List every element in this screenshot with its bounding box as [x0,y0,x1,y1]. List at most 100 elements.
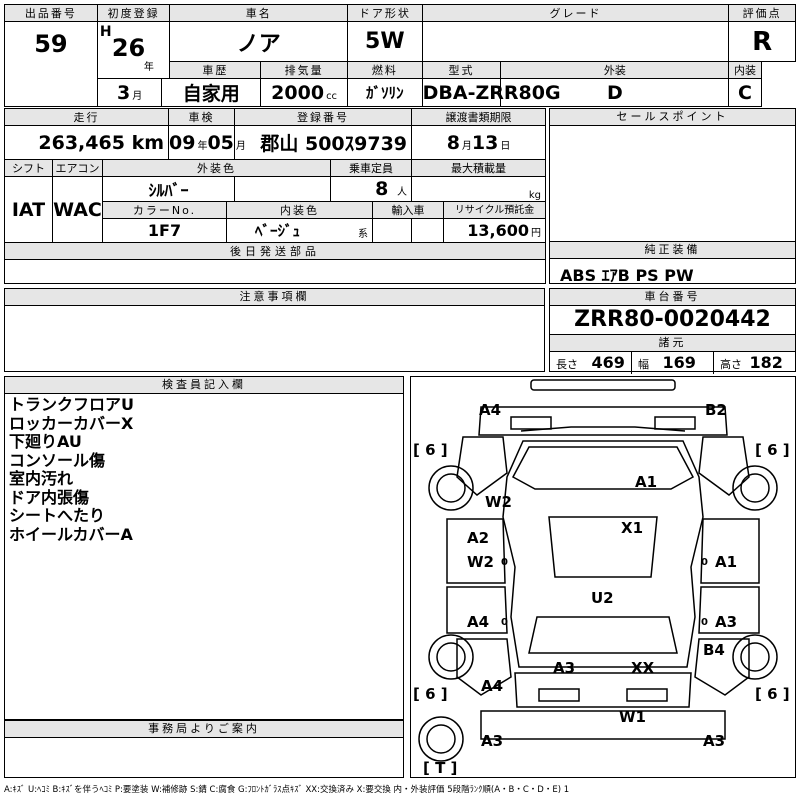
color-no-label: カラーNo. [102,201,227,219]
reg-no-label: 登録番号 [233,108,413,126]
max-load: kg [411,176,547,202]
max-load-label: 最大積載量 [411,159,547,177]
color-extra [234,176,331,202]
recycle-label: リサイクル預託金 [443,201,547,219]
score-label: 評価点 [728,4,796,22]
inspector-box: 検査員記入欄 トランクフロアU ロッカーカバーX 下廻りAU コンソール傷 室内… [4,376,404,720]
era: H [99,24,112,40]
gauge-mark: 0 [701,557,708,568]
rear-window [528,616,678,654]
note-item: ホイールカバーA [9,524,133,544]
right-front-fender [698,436,750,496]
note-item: 室内汚れ [9,469,74,488]
damage-mark: A3 [715,613,737,631]
mileage-label: 走行 [4,108,169,126]
right-front-door [700,518,760,584]
specs-label: 諸元 [550,335,795,352]
windshield [511,446,695,490]
tire-label-front-left: [ 6 ] [413,441,448,459]
color-number: 1F7 [102,218,227,243]
damage-mark: W2 [467,553,494,571]
overall-score: R [728,21,796,62]
note-item: トランクフロアU [9,395,134,414]
note-item: ロッカーカバーX [9,413,134,433]
tire-label-rear-right: [ 6 ] [755,685,790,703]
roof-panel [548,516,658,578]
tire-label-spare: [ T ] [423,759,457,777]
wheel-front-left [428,465,474,511]
damage-mark: A4 [479,401,501,419]
damage-mark: A3 [703,732,725,750]
car-name-label: 車名 [169,4,348,22]
damage-mark: A3 [481,732,503,750]
model-label: 型式 [421,61,502,79]
interior-label: 内装 [728,61,762,79]
note-item: シートへたり [9,506,106,525]
damage-mark: B2 [705,401,727,419]
spec-height: 高さ 182 [720,353,783,372]
damage-mark: W2 [485,493,512,511]
left-rear-fender [456,638,512,696]
model-code: DBA-ZRR80G [421,78,561,107]
hood-outline [478,406,728,436]
grade [421,21,730,62]
body-color: ｼﾙﾊﾞｰ [102,176,235,202]
caution-box: 注意事項欄 [4,288,545,372]
transfer-label: 譲渡書類期限 [411,108,547,126]
body-outline [502,440,704,668]
shift: IAT [4,176,53,243]
first-reg-year: H 26 年 [96,21,171,79]
history-label: 車歴 [169,61,262,79]
left-front-fender [456,436,508,496]
first-reg-label: 初度登録 [96,4,171,22]
lot-number: 59 [4,21,98,107]
note-item: ドア内張傷 [9,487,90,507]
fuel-label: 燃料 [347,61,423,79]
note-item: コンソール傷 [9,450,106,470]
spare-wheel [418,716,464,762]
left-rear-door [446,586,508,634]
damage-mark: A2 [467,529,489,547]
capacity: 8 人 [329,176,413,202]
legend: A:ｷｽﾞ U:ﾍｺﾐ B:ｷｽﾞを伴うﾍｺﾐ P:要塗装 W:補修跡 S:錆 … [4,785,570,795]
displacement-label: 排気量 [260,61,348,79]
door-label: ドア形状 [347,4,423,22]
interior-color-label: 内装色 [226,201,373,219]
header-table: 出品番号 初度登録 車名 ドア形状 グレード 評価点 59 H 26 年 ノア … [4,4,796,107]
damage-mark: A1 [715,553,737,571]
mileage: 263,465 km [4,125,169,160]
aircon: WAC [52,176,103,243]
frame-label: 車台番号 [550,289,795,306]
damage-mark: A3 [553,659,575,677]
right-rear-door [698,586,760,634]
car-history: 自家用 [161,78,262,107]
gauge-mark: 0 [701,617,708,628]
damage-mark: A1 [635,473,657,491]
front-grille [520,426,686,432]
aircon-label: エアコン [52,159,103,177]
grade-label: グレード [421,4,730,22]
exterior-label: 外装 [500,61,730,79]
caution-label: 注意事項欄 [5,289,544,306]
tailgate [514,672,692,708]
spec-width: 幅 169 [632,352,714,374]
car-diagram: [ 6 ] [ 6 ] [ 6 ] [ 6 ] [ T ] A4 B2 A1 W… [413,379,790,777]
lot-label: 出品番号 [4,4,98,22]
sales-point-label: セールスポイント [550,109,795,126]
equipment: ABS ｴｱB PS PW [560,266,694,285]
equipment-label: 純正装備 [550,242,795,259]
tire-label-front-right: [ 6 ] [755,441,790,459]
import-label: 輸入車 [371,201,445,219]
tail-light-left [538,688,580,702]
note-item: 下廻りAU [9,432,82,451]
import-b [411,218,445,243]
tail-light-right [626,688,668,702]
year-unit: 年 [143,62,154,73]
front-bumper [530,379,676,391]
capacity-label: 乗車定員 [329,159,413,177]
